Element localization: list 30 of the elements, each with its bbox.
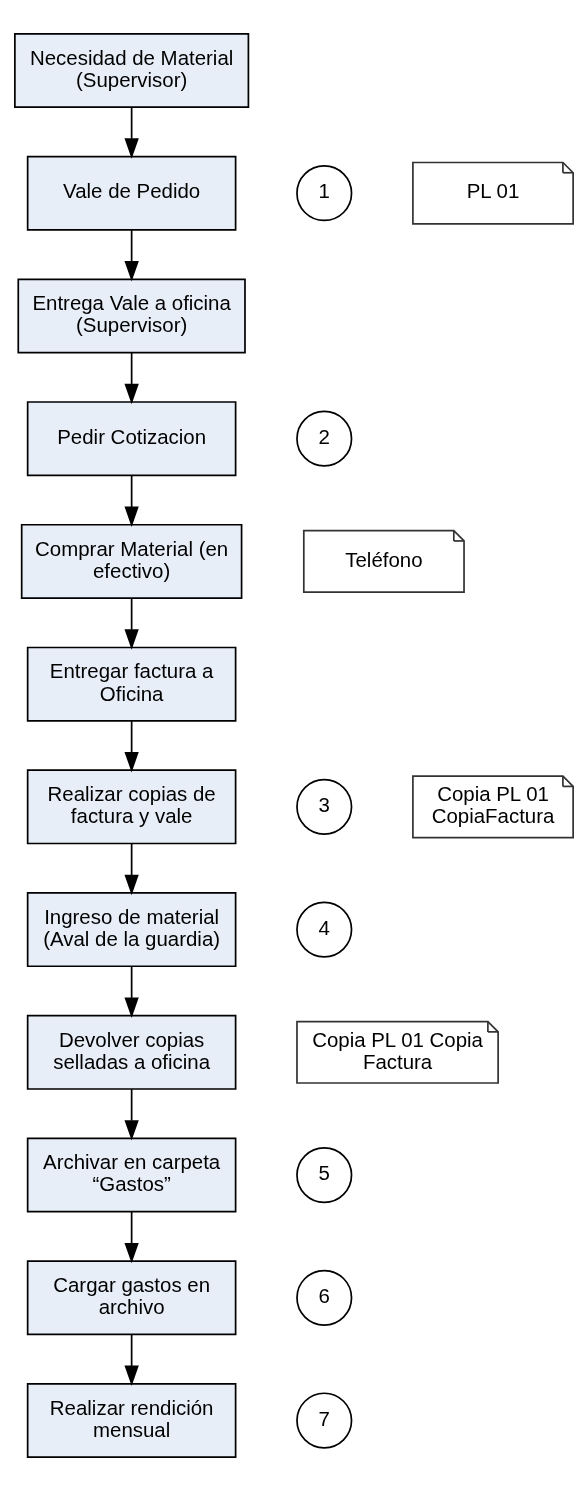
- arrow: [124, 720, 139, 773]
- node-box: Vale de Pedido: [26, 155, 237, 231]
- arrow: [124, 1088, 139, 1141]
- node-circle: 4: [296, 901, 353, 958]
- arrow: [124, 842, 139, 896]
- arrow: [124, 474, 139, 527]
- node-box: Necesidad de Material (Supervisor): [14, 32, 250, 108]
- node-box: Ingreso de material (Aval de la guardia): [26, 892, 237, 968]
- node-box: Cargar gastos en archivo: [26, 1260, 237, 1336]
- arrow: [124, 106, 139, 159]
- arrow: [124, 965, 139, 1018]
- node-box: Devolver copias selladas a oficina: [26, 1014, 237, 1090]
- node-circle: 5: [296, 1146, 353, 1204]
- node-circle: 3: [296, 778, 353, 835]
- arrow: [124, 229, 139, 282]
- node-box: Comprar Material (en efectivo): [20, 523, 243, 599]
- node-circle: 7: [296, 1392, 353, 1449]
- node-box: Archivar en carpeta “Gastos”: [26, 1137, 237, 1213]
- arrow: [124, 597, 139, 650]
- arrow: [124, 351, 139, 405]
- node-circle: 6: [296, 1269, 353, 1326]
- node-circle: 1: [296, 165, 353, 222]
- node-box: Realizar copias de factura y vale: [26, 769, 237, 845]
- node-box: Entregar factura a Oficina: [26, 646, 237, 722]
- node-box: Realizar rendición mensual: [26, 1383, 237, 1459]
- node-box: Pedir Cotizacion: [26, 401, 237, 477]
- node-box: Entrega Vale a oficina (Supervisor): [17, 278, 246, 354]
- node-circle: 2: [296, 410, 353, 467]
- arrow: [124, 1333, 139, 1387]
- arrow: [124, 1211, 139, 1264]
